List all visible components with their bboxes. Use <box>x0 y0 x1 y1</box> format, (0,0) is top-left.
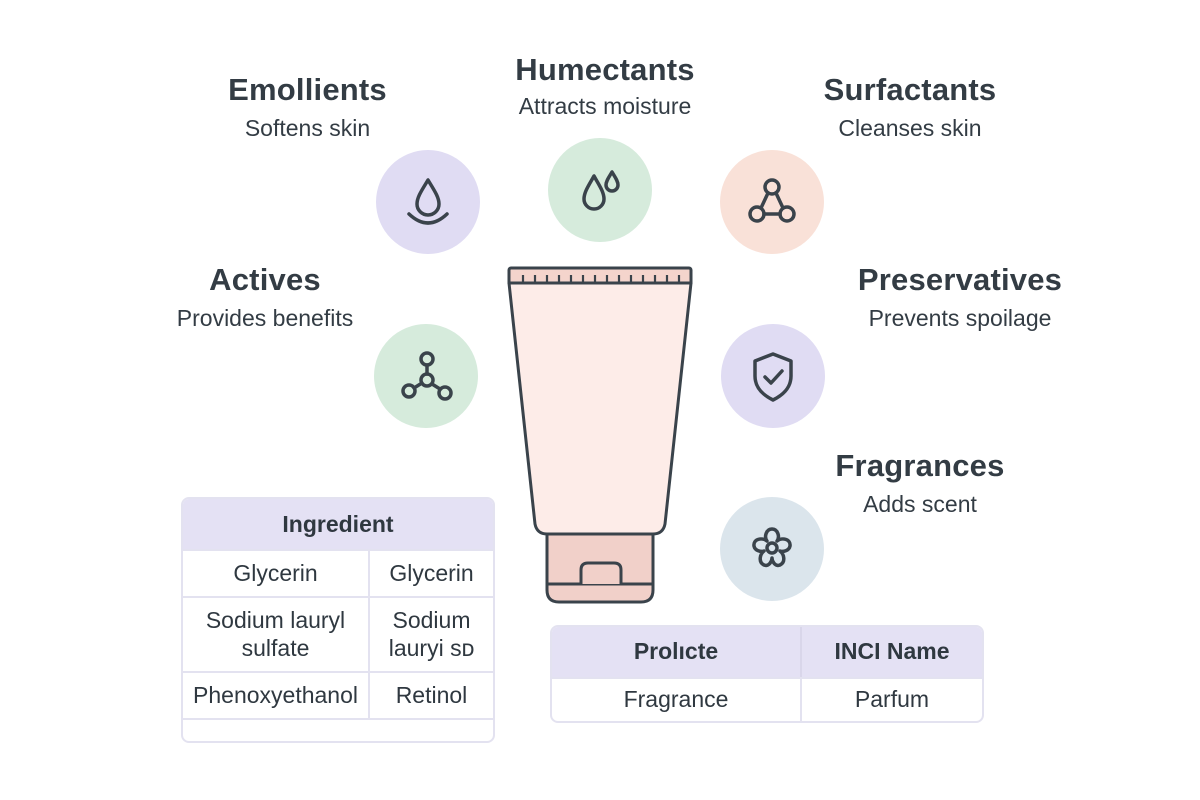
surfactants-title: Surfactants <box>823 72 997 107</box>
inci-cell: Parfum <box>800 679 982 721</box>
ingredient-cell: Glycerin <box>233 559 318 586</box>
ingredient-cell: Sodium lauryl sulfate <box>205 606 346 661</box>
emollients-label: Emollients Softens skin <box>200 72 415 144</box>
ingredient-cell: Phenoxyethanol <box>193 681 358 708</box>
shield-check-icon <box>753 352 793 402</box>
emollients-desc: Softens skin <box>244 114 371 141</box>
actives-icon-circle <box>374 324 478 428</box>
water-drop-icon <box>407 178 449 225</box>
actives-label: Actives Provides benefits <box>150 262 380 334</box>
humectants-label: Humectants Attracts moisture <box>480 52 730 122</box>
emollients-title: Emollients <box>228 72 387 107</box>
preservatives-label: Preservatives Prevents spoilage <box>830 262 1090 334</box>
water-drops-icon <box>582 170 620 211</box>
molecule-branch-icon <box>401 351 453 401</box>
preservatives-desc: Prevents spoilage <box>868 304 1052 331</box>
product-table-header: Prolıcte INCI Name <box>552 627 982 677</box>
flower-icon <box>752 527 792 568</box>
product-header-cell: Prolıcte <box>633 638 719 665</box>
table-row: Phenoxyethanol Retinol <box>183 671 493 718</box>
ingredient-table-header: Ingredient <box>183 499 493 549</box>
ingredient-cell: Glycerin <box>368 551 493 596</box>
ingredient-table: Ingredient Glycerin Glycerin Sodium laur… <box>181 497 495 743</box>
emollients-icon-circle <box>376 150 480 254</box>
surfactants-icon-circle <box>720 150 824 254</box>
humectants-title: Humectants <box>515 52 695 87</box>
ingredient-header-label: Ingredient <box>282 510 394 537</box>
humectants-desc: Attracts moisture <box>518 92 692 119</box>
actives-desc: Provides benefits <box>176 304 354 331</box>
product-cell: Fragrance <box>623 686 729 713</box>
preservatives-icon-circle <box>721 324 825 428</box>
inci-header-cell: INCI Name <box>800 627 982 677</box>
humectants-icon-circle <box>548 138 652 242</box>
surfactants-desc: Cleanses skin <box>838 114 982 141</box>
cosmetic-tube-illustration <box>507 266 693 604</box>
fragrances-title: Fragrances <box>835 448 1005 483</box>
surfactants-label: Surfactants Cleanses skin <box>790 72 1030 144</box>
actives-title: Actives <box>209 262 321 297</box>
ingredient-cell: Retinol <box>368 673 493 718</box>
product-table: Prolıcte INCI Name Fragrance Parfum <box>550 625 984 723</box>
table-row: Fragrance Parfum <box>552 677 982 721</box>
molecule-triangle-icon <box>748 178 796 223</box>
fragrances-label: Fragrances Adds scent <box>810 448 1030 520</box>
table-row-empty <box>183 718 493 741</box>
table-row: Glycerin Glycerin <box>183 549 493 596</box>
table-row: Sodium lauryl sulfate Sodium lauryi sᴅ <box>183 596 493 671</box>
ingredient-cell: Sodium lauryi sᴅ <box>368 598 493 671</box>
fragrances-desc: Adds scent <box>863 490 977 517</box>
preservatives-title: Preservatives <box>857 262 1063 297</box>
fragrances-icon-circle <box>720 497 824 601</box>
